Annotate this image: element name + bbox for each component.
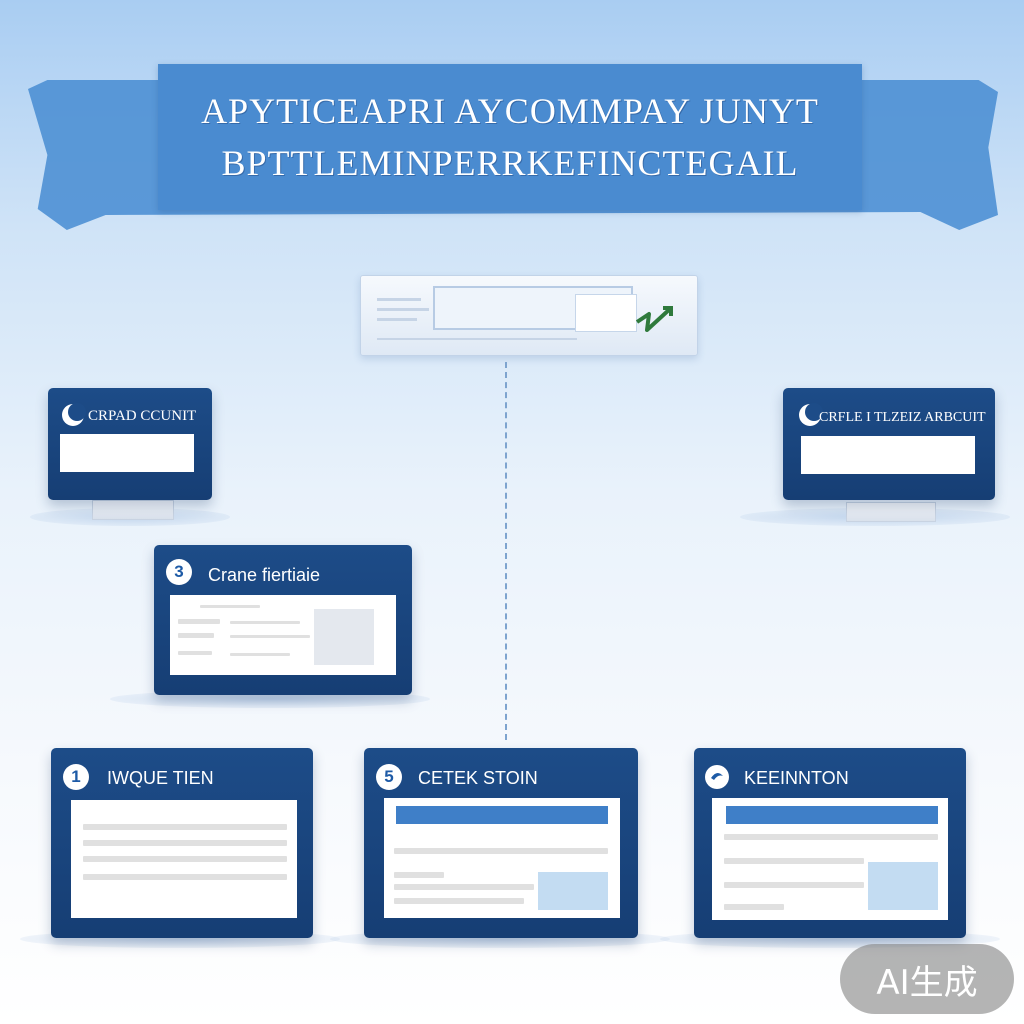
card-panel [712, 798, 948, 920]
image-placeholder [538, 872, 608, 910]
card-stand [92, 500, 174, 520]
card-panel [71, 800, 297, 918]
text-line [230, 653, 290, 656]
text-line [724, 882, 864, 888]
text-line [724, 904, 784, 910]
text-line [83, 874, 287, 880]
step-badge: 1 [63, 764, 89, 790]
text-line [200, 605, 260, 608]
hub-text-line [377, 318, 417, 321]
moon-logo-icon [62, 403, 86, 426]
text-line [178, 651, 212, 655]
hub-screen [360, 275, 698, 356]
card-title: CETEK STOIN [418, 768, 538, 788]
text-line [230, 621, 300, 624]
step-card-final[interactable]: KEEINNTON [694, 748, 966, 938]
card-title: KEEINNTON [744, 768, 849, 788]
banner-title-line-2: BPTTLEMINPERRKEFINCTEGAIL [221, 143, 799, 183]
card-title: IWQUE TIEN [107, 768, 214, 788]
hub-base-line [377, 338, 577, 340]
card-title: CRPAD CCUNIT [88, 408, 197, 424]
header-bar [726, 806, 938, 824]
text-line [178, 619, 220, 624]
image-placeholder [868, 862, 938, 910]
text-line [394, 848, 608, 854]
card-title: CRFLE I TLZEIZ ARBCUIT [819, 410, 986, 425]
account-card[interactable]: CRPAD CCUNIT [48, 388, 212, 500]
step-badge: 3 [166, 559, 192, 585]
hub-monitor-frame [433, 286, 637, 332]
connector-line [505, 362, 507, 740]
title-banner: APYTICEAPRI AYCOMMPAY JUNYT BPTTLEMINPER… [158, 64, 862, 210]
text-line [83, 840, 287, 846]
hub-text-line [377, 298, 421, 301]
card-panel [170, 595, 396, 675]
step-card-5[interactable]: 5 CETEK STOIN [364, 748, 638, 938]
card-stand [846, 502, 936, 522]
card-panel [60, 434, 194, 472]
step-card-1[interactable]: 1 IWQUE TIEN [51, 748, 313, 938]
text-line [724, 834, 938, 840]
text-line [394, 872, 444, 878]
header-bar [396, 806, 608, 824]
step-card-3[interactable]: 3 Crane fiertiaie [154, 545, 412, 695]
text-line [724, 858, 864, 864]
step-badge-icon [705, 765, 729, 789]
text-line [394, 884, 534, 890]
text-line [83, 856, 287, 862]
text-line [83, 824, 287, 830]
banner-title-line-1: APYTICEAPRI AYCOMMPAY JUNYT [201, 91, 819, 131]
step-badge: 5 [376, 764, 402, 790]
text-line [394, 898, 524, 904]
text-line [178, 633, 214, 638]
card-panel [801, 436, 975, 474]
image-placeholder [314, 609, 374, 665]
growth-arrow-icon [635, 306, 673, 332]
card-panel [384, 798, 620, 918]
card-title: Crane fiertiaie [208, 565, 321, 585]
moon-logo-icon [799, 403, 823, 426]
account-card[interactable]: CRFLE I TLZEIZ ARBCUIT [783, 388, 995, 500]
hub-monitor-screen [575, 294, 637, 332]
hub-text-line [377, 308, 429, 311]
text-line [230, 635, 310, 638]
ai-generated-watermark: AI生成 [840, 944, 1014, 1014]
